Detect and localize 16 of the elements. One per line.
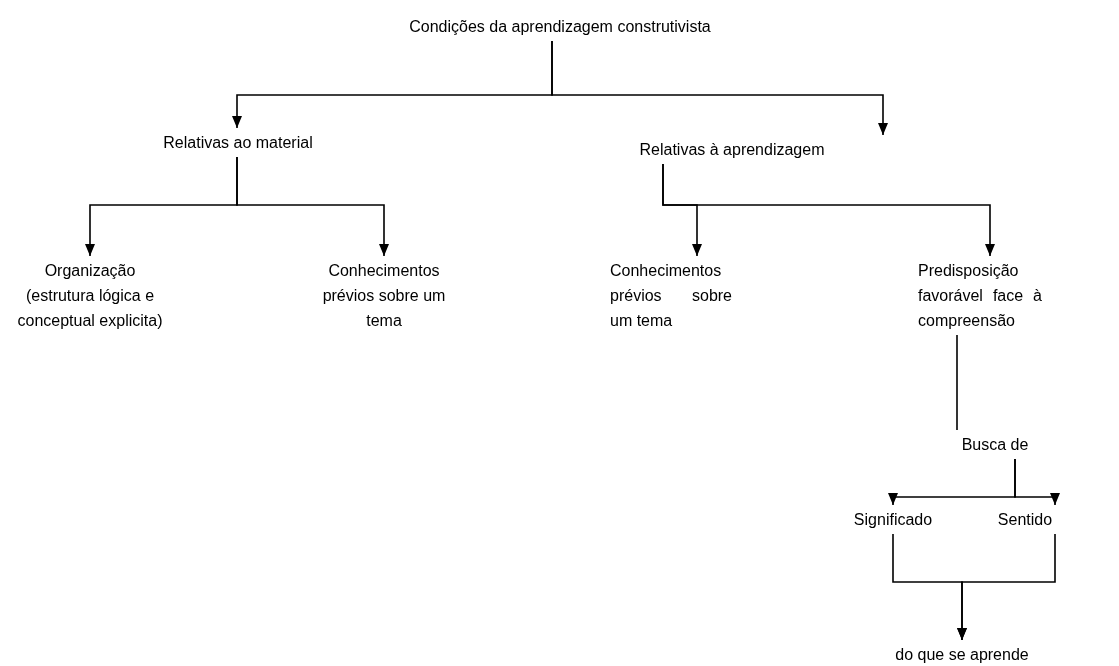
- arrow: [957, 533, 1056, 641]
- node-label: Condições da aprendizagem construtivista: [408, 17, 712, 37]
- arrow: [662, 163, 995, 257]
- node-label: do que se aprende: [895, 645, 1029, 665]
- node-label: Busca de: [960, 435, 1030, 455]
- node-label: Significado: [852, 510, 934, 530]
- node-label: Conhecimentos prévios sobre um tema: [321, 261, 447, 331]
- node-label: Predisposição favorável face à compreensão: [918, 261, 1042, 331]
- arrow: [551, 40, 888, 136]
- node-label: Conhecimentos prévios sobre um tema: [610, 261, 732, 331]
- node-label: Organização (estrutura lógica e conceptual explicita): [16, 261, 164, 331]
- node-label: Relativas ao material: [162, 133, 314, 153]
- node-label: Sentido: [996, 510, 1054, 530]
- arrow: [1014, 458, 1060, 506]
- node-label: Relativas à aprendizagem: [638, 140, 826, 160]
- arrow: [236, 156, 389, 257]
